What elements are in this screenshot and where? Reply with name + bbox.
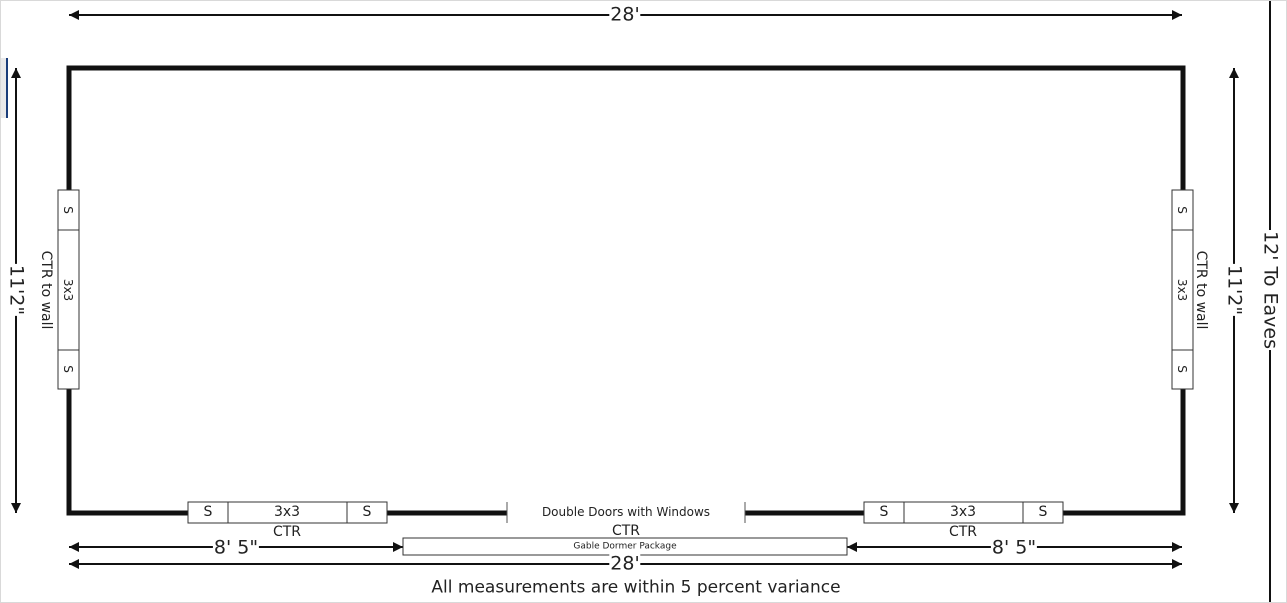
front-right-window-shutter-b-label: S xyxy=(1038,504,1048,520)
top-width-label: 28' xyxy=(609,3,641,26)
bottom-right-offset-label: 8' 5" xyxy=(990,536,1038,559)
right-window-size-label: 3x3 xyxy=(1175,278,1189,302)
left-window-shutter-bottom-label: S xyxy=(61,365,75,373)
door-placement-label: CTR xyxy=(611,523,641,539)
right-window-shutter-bottom xyxy=(1171,349,1194,390)
cropped-edge-mark xyxy=(0,58,8,118)
front-right-window-shutter-a-label: S xyxy=(879,504,889,520)
front-left-window-shutter-b xyxy=(346,501,388,524)
front-right-window-placement-label: CTR xyxy=(948,524,978,540)
bottom-left-offset-label: 8' 5" xyxy=(212,536,260,559)
door-opening-gap xyxy=(507,508,745,520)
front-right-window-size-label: 3x3 xyxy=(949,504,977,520)
left-depth-label: 11'2" xyxy=(5,263,28,317)
bottom-width-label: 28' xyxy=(609,552,641,575)
dormer-label: Gable Dormer Package xyxy=(573,541,677,552)
left-window-shutter-top-label: S xyxy=(61,206,75,214)
front-left-window-shutter-b-label: S xyxy=(362,504,372,520)
right-window-shutter-top-label: S xyxy=(1175,206,1189,214)
eave-height-label: 12' To Eaves xyxy=(1259,230,1282,350)
variance-note: All measurements are within 5 percent va… xyxy=(431,577,841,598)
right-window-placement-label: CTR to wall xyxy=(1193,250,1209,330)
right-depth-label: 11'2" xyxy=(1223,263,1246,317)
front-left-window-size-label: 3x3 xyxy=(273,504,301,520)
front-right-window-shutter-b xyxy=(1022,501,1064,524)
door-label: Double Doors with Windows xyxy=(541,505,711,519)
left-window-shutter-bottom xyxy=(57,349,80,390)
building-outline xyxy=(66,65,1186,516)
right-window-shutter-bottom-label: S xyxy=(1175,365,1189,373)
left-window-placement-label: CTR to wall xyxy=(38,250,54,330)
front-left-window-placement-label: CTR xyxy=(272,524,302,540)
front-left-window-shutter-a-label: S xyxy=(203,504,213,520)
left-window-size-label: 3x3 xyxy=(61,278,75,302)
